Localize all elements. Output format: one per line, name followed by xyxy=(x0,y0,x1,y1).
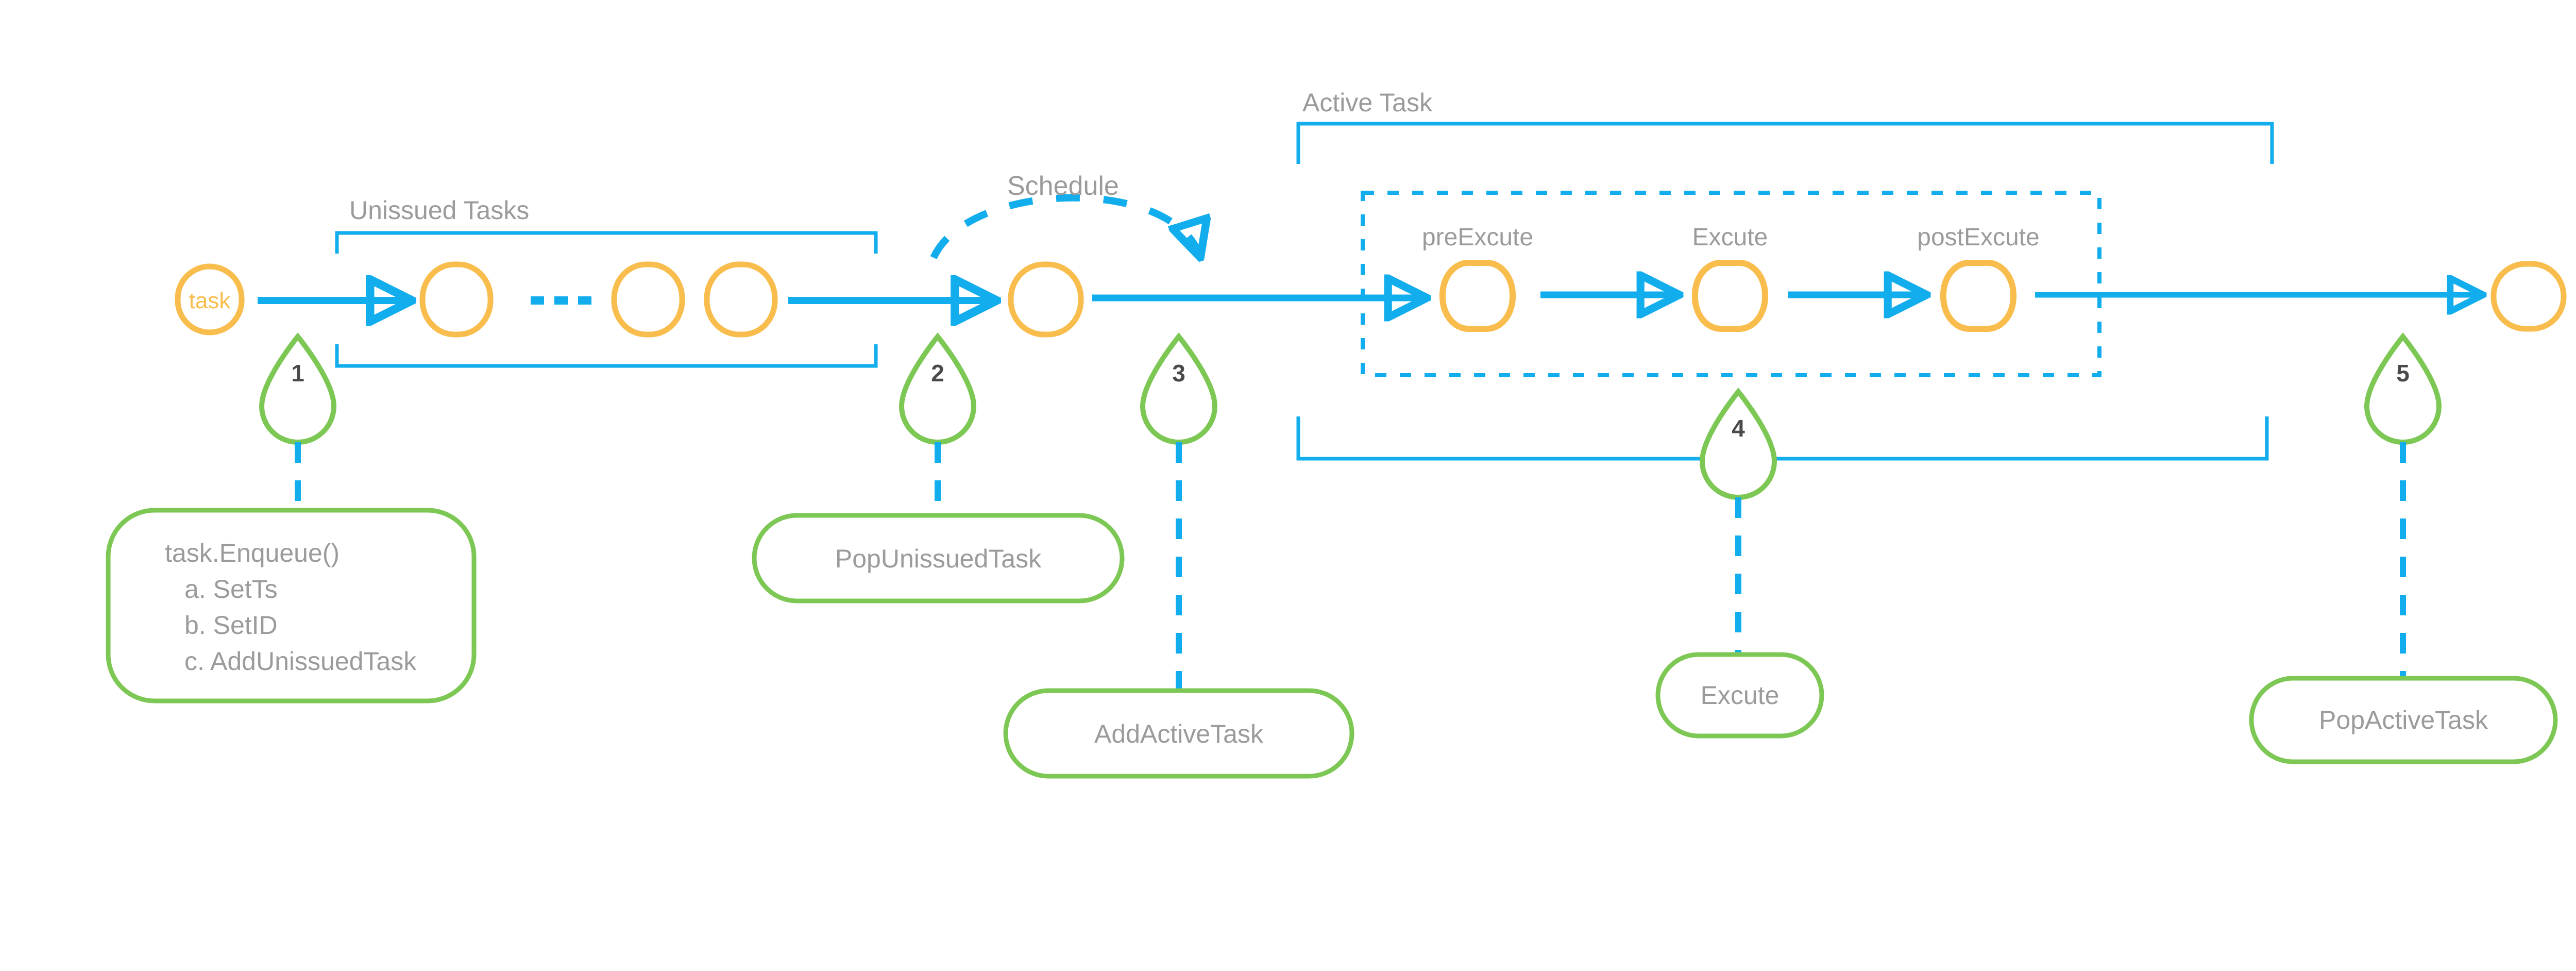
marker-pin-4[interactable] xyxy=(1699,388,1777,500)
callout-pop-active-text: PopActiveTask xyxy=(2319,706,2488,734)
ellipsis-dots xyxy=(531,296,591,305)
marker-pin-5[interactable] xyxy=(2364,332,2442,445)
node-task-label: task xyxy=(189,288,231,313)
callout-enqueue-line-0: task.Enqueue() xyxy=(165,539,340,567)
node-pre-excute[interactable] xyxy=(1439,260,1516,332)
stage-label-pre-excute: preExcute xyxy=(1422,224,1533,251)
marker-pin-1[interactable] xyxy=(259,332,337,445)
marker-number-3: 3 xyxy=(1172,360,1185,387)
group-bracket-unissued xyxy=(335,231,878,368)
marker-group-2: 2 xyxy=(899,332,977,515)
schedule-label: Schedule xyxy=(1007,171,1119,201)
node-task[interactable] xyxy=(175,263,245,336)
callout-pop-unissued[interactable]: PopUnissuedTask xyxy=(752,513,1125,604)
callout-pop-active-box[interactable] xyxy=(2249,676,2558,764)
marker-number-2: 2 xyxy=(931,360,944,387)
schedule-arc-path xyxy=(930,194,1200,258)
marker-group-3: 3 xyxy=(1140,332,1218,691)
marker-number-1: 1 xyxy=(291,360,304,387)
callout-excute-text: Excute xyxy=(1701,681,1780,710)
group-label-unissued: Unissued Tasks xyxy=(349,196,529,225)
flow-nodes: task preExcute Excute postExcute xyxy=(175,224,2567,338)
bracket-active-top xyxy=(1296,122,2274,164)
node-post-excute[interactable] xyxy=(1940,260,2016,332)
callout-excute[interactable]: Excute xyxy=(1655,652,1824,739)
callout-pop-unissued-text: PopUnissuedTask xyxy=(835,544,1042,573)
group-bracket-active xyxy=(1296,122,2274,461)
marker-number-5: 5 xyxy=(2396,360,2410,387)
marker-number-4: 4 xyxy=(1732,415,1745,442)
callout-pop-active[interactable]: PopActiveTask xyxy=(2249,676,2558,764)
schedule-arc xyxy=(930,194,1200,258)
flow-connectors xyxy=(258,295,2483,300)
bracket-unissued-top xyxy=(335,231,878,254)
node-done[interactable] xyxy=(2490,261,2567,332)
callout-add-active-box[interactable] xyxy=(1003,688,1354,779)
node-excute[interactable] xyxy=(1692,260,1768,332)
marker-group-4: 4 xyxy=(1699,388,1777,655)
stage-label-post-excute: postExcute xyxy=(1917,224,2039,251)
group-label-active: Active Task xyxy=(1302,88,1433,117)
marker-pin-2[interactable] xyxy=(899,332,977,445)
callout-add-active-text: AddActiveTask xyxy=(1094,719,1264,748)
node-queued-3[interactable] xyxy=(704,261,778,338)
callout-pop-unissued-box[interactable] xyxy=(752,513,1125,604)
callout-enqueue-box[interactable] xyxy=(106,508,477,704)
excute-stage-dashed-box xyxy=(1361,191,2102,377)
callout-enqueue-line-2: b. SetID xyxy=(184,611,278,640)
callout-enqueue-line-3: c. AddUnissuedTask xyxy=(184,647,417,676)
bracket-unissued-bottom xyxy=(335,344,878,368)
node-queued-1[interactable] xyxy=(419,261,494,338)
callout-excute-box[interactable] xyxy=(1655,652,1824,739)
marker-group-1: 1 xyxy=(259,332,337,510)
node-queued-2[interactable] xyxy=(611,261,685,338)
marker-group-5: 5 xyxy=(2364,332,2442,678)
marker-pin-3[interactable] xyxy=(1140,332,1218,445)
callout-enqueue[interactable]: task.Enqueue() a. SetTs b. SetID c. AddU… xyxy=(106,508,477,704)
stage-label-excute: Excute xyxy=(1692,224,1768,251)
bracket-active-bottom xyxy=(1296,416,2269,461)
node-scheduled[interactable] xyxy=(1008,261,1084,338)
callout-add-active[interactable]: AddActiveTask xyxy=(1003,688,1354,779)
callout-enqueue-line-1: a. SetTs xyxy=(184,575,278,604)
